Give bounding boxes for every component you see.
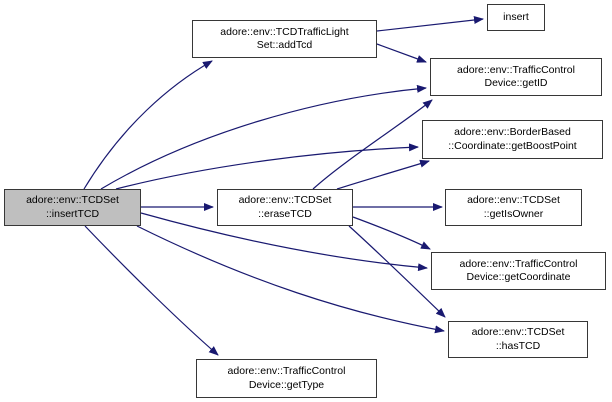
edge-insertTCD-to-addTcd: [83, 60, 213, 190]
edge-insertTCD-to-getID: [100, 84, 427, 190]
edge-addTcd-to-getID: [376, 43, 427, 63]
node-getIsOwner-line1: adore::env::TCDSet: [467, 194, 560, 206]
node-getID-line2: Device::getID: [484, 77, 548, 89]
node-insert[interactable]: insert: [487, 4, 545, 31]
node-addTcd[interactable]: adore::env::TCDTrafficLight Set::addTcd: [192, 20, 377, 58]
node-insertTCD-line2: ::insertTCD: [45, 207, 100, 220]
node-hasTCD-line2: ::hasTCD: [495, 339, 541, 352]
node-getID-line1: adore::env::TrafficControl: [457, 63, 575, 76]
node-getCoordinate-line2: Device::getCoordinate: [466, 271, 571, 283]
node-getIsOwner-line2: ::getIsOwner: [483, 207, 544, 220]
node-getType[interactable]: adore::env::TrafficControl Device::getTy…: [196, 359, 377, 398]
edge-eraseTCD-to-getCoordinate: [352, 216, 431, 250]
edge-addTcd-to-insert: [376, 16, 484, 32]
node-getBoostPoint-line1: adore::env::BorderBased: [454, 126, 571, 138]
node-insert-line1: insert: [503, 10, 529, 23]
node-eraseTCD-line2: ::eraseTCD: [258, 207, 312, 220]
node-insertTCD: adore::env::TCDSet ::insertTCD: [4, 189, 141, 226]
node-hasTCD[interactable]: adore::env::TCDSet ::hasTCD: [448, 321, 588, 358]
node-hasTCD-line1: adore::env::TCDSet: [471, 326, 565, 338]
node-getBoostPoint[interactable]: adore::env::BorderBased ::Coordinate::ge…: [422, 120, 603, 159]
node-getCoordinate[interactable]: adore::env::TrafficControl Device::getCo…: [431, 252, 606, 290]
node-getBoostPoint-line2: ::Coordinate::getBoostPoint: [448, 139, 577, 152]
edge-insertTCD-to-getType: [84, 225, 219, 356]
node-getIsOwner[interactable]: adore::env::TCDSet ::getIsOwner: [445, 189, 582, 226]
edge-insertTCD-to-getCoordinate: [140, 212, 428, 272]
node-eraseTCD[interactable]: adore::env::TCDSet ::eraseTCD: [217, 189, 353, 226]
edge-insertTCD-to-hasTCD: [136, 225, 445, 334]
node-addTcd-line1: adore::env::TCDTrafficLight: [220, 25, 349, 38]
node-insertTCD-line1: adore::env::TCDSet: [26, 194, 119, 206]
edge-eraseTCD-to-getID: [312, 99, 433, 190]
node-eraseTCD-line1: adore::env::TCDSet: [238, 194, 332, 206]
node-getType-line2: Device::getType: [248, 378, 325, 391]
edge-insertTCD-to-getBoostPoint: [115, 143, 419, 190]
edge-eraseTCD-to-getBoostPoint: [336, 159, 430, 190]
node-getCoordinate-line1: adore::env::TrafficControl: [459, 257, 578, 270]
node-addTcd-line2: Set::addTcd: [256, 39, 313, 51]
edge-eraseTCD-to-hasTCD: [348, 225, 446, 318]
node-getType-line1: adore::env::TrafficControl: [227, 365, 346, 377]
node-getID[interactable]: adore::env::TrafficControl Device::getID: [430, 58, 602, 96]
